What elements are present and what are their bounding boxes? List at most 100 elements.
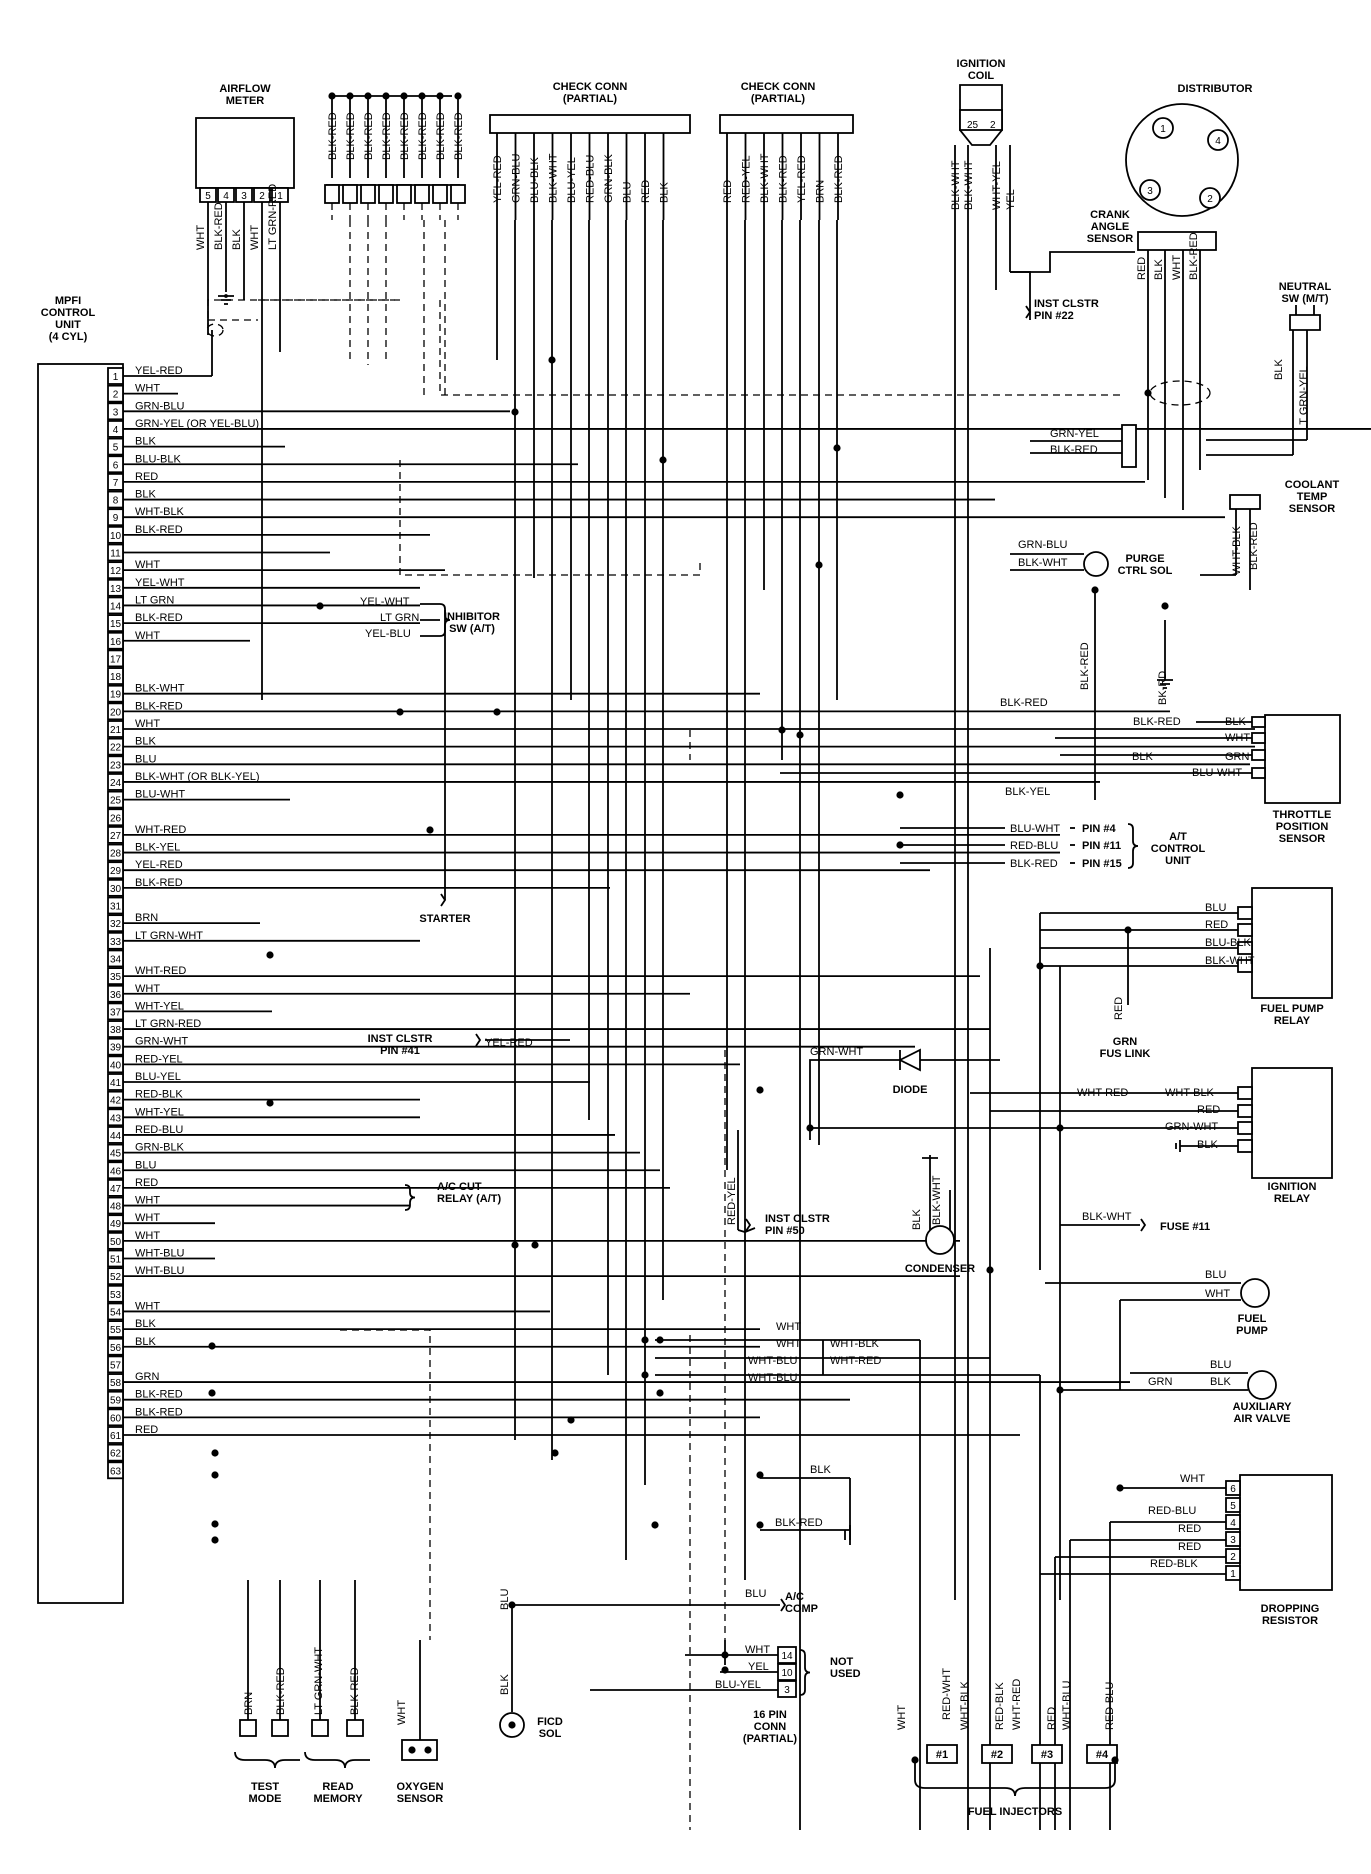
airflow-pin	[253, 187, 271, 203]
splice-dot	[266, 951, 274, 959]
ecu-wire-label: BLK	[135, 736, 156, 748]
fus-link-title: FUS LINK	[1100, 1048, 1151, 1060]
coolant-temp-sensor	[1229, 494, 1261, 510]
splice-dot	[656, 1389, 664, 1397]
relay-pin	[1237, 1086, 1253, 1100]
fuel-injector	[1086, 1744, 1118, 1764]
resistor-pin-number: 6	[1230, 1484, 1236, 1495]
grp-pin	[450, 184, 466, 204]
check-conn-1-title: CHECK CONN	[553, 81, 628, 93]
ecu-pin-number: 37	[110, 1007, 122, 1018]
ecu-pin	[107, 684, 124, 703]
grp-wire-label: BLK-RED	[399, 112, 411, 160]
resistor-pin	[1225, 1497, 1241, 1513]
grp-wire-label: BLK-RED	[327, 112, 339, 160]
ecu-wire-label: WHT-BLU	[135, 1248, 185, 1260]
resistor-pin	[1225, 1480, 1241, 1496]
injector-wire-label: RED	[1046, 1707, 1058, 1730]
ecu-pin-number: 41	[110, 1078, 122, 1089]
wire-label: BLK	[1273, 359, 1285, 380]
ecu-pin-number: 7	[113, 478, 119, 489]
check2-wire-label: BLK-RED	[778, 155, 790, 203]
splice-dot	[418, 92, 426, 100]
splice-dot	[211, 1449, 219, 1457]
mid-lower-wire-label: BLK-RED	[775, 1517, 823, 1529]
ecu-wire-label: RED	[135, 1424, 158, 1436]
splice-dot	[641, 1336, 649, 1344]
ecu-wire-label: YEL-RED	[135, 859, 183, 871]
ecu-wire-label: WHT	[135, 559, 160, 571]
ecu-pin	[107, 914, 124, 933]
ecu-pin-number: 58	[110, 1378, 122, 1389]
ecu-wire-label: BLK-RED	[135, 877, 183, 889]
ecu-wire-label: BRN	[135, 912, 158, 924]
mid-wire-label: BK-RD	[1157, 671, 1169, 705]
grp-wire-label: BLK-RED	[435, 112, 447, 160]
check1-wire-label: RED	[640, 180, 652, 203]
ecu-pin	[107, 1143, 124, 1162]
ecu-pin	[107, 1390, 124, 1409]
ecu-title: MPFI	[55, 295, 81, 307]
dropping-resistor-title: RESISTOR	[1262, 1615, 1318, 1627]
ecu-pin	[107, 578, 124, 597]
wire-label: LT GRN	[380, 612, 419, 624]
airflow-wire-label: WHT	[195, 225, 207, 250]
atcu-pin: PIN #4	[1082, 823, 1117, 835]
coil-wire-label: YEL	[1005, 189, 1017, 210]
resistor-pin	[1225, 1548, 1241, 1564]
splice-dot	[1056, 1124, 1064, 1132]
read-memory-terminal	[311, 1719, 329, 1737]
tps-title: POSITION	[1276, 821, 1329, 833]
test-mode-title: TEST	[251, 1781, 279, 1793]
ecu-pin-number: 13	[110, 584, 122, 595]
ecu-pin	[107, 1055, 124, 1074]
ecu-wire-label: GRN-YEL (OR YEL-BLU)	[135, 418, 259, 430]
pin16-number: 10	[781, 1668, 793, 1679]
ecu-pin	[107, 949, 124, 968]
splice-dot	[426, 826, 434, 834]
grp-pin	[360, 184, 376, 204]
tps-pin	[1251, 767, 1266, 779]
wire-label: RED	[1205, 919, 1228, 931]
wire-label: RED	[1178, 1541, 1201, 1553]
pin16-pin	[777, 1680, 797, 1698]
fuel-injector	[1031, 1744, 1063, 1764]
ecu-pin	[107, 525, 124, 544]
ecu-pin-number: 59	[110, 1396, 122, 1407]
ecu-pin	[107, 702, 124, 721]
ecu-wire-label: GRN-BLK	[135, 1142, 185, 1154]
ecu-pin-number: 19	[110, 690, 122, 701]
coil-pin: 25	[967, 120, 979, 131]
ecu-pin-number: 15	[110, 619, 122, 630]
ecu-pin	[107, 384, 124, 403]
resistor-pin-number: 1	[1230, 1569, 1236, 1580]
purge-ctrl-sol-title: PURGE	[1125, 553, 1164, 565]
ecu-pin-number: 20	[110, 707, 122, 718]
ecu-pin-number: 27	[110, 831, 122, 842]
splice-dot	[911, 1756, 919, 1764]
shield	[399, 460, 701, 576]
ecu-pin-number: 48	[110, 1202, 122, 1213]
ecu-wire-label: RED-BLU	[135, 1124, 183, 1136]
ecu-pin	[107, 1196, 124, 1215]
distributor-wire-label: BLK-RED	[1188, 232, 1200, 280]
fus-link-title: GRN	[1113, 1036, 1138, 1048]
ecu-title: UNIT	[55, 319, 81, 331]
wire-label: YEL-WHT	[360, 596, 410, 608]
splice-dot	[756, 1521, 764, 1529]
ecu-pin-number: 3	[113, 407, 119, 418]
splice-dot	[328, 92, 336, 100]
neutral-switch-title: NEUTRAL	[1279, 281, 1332, 293]
bracket	[404, 1184, 416, 1211]
wire-label: BLK	[1225, 716, 1246, 728]
ecu-wire-label: BLK	[135, 489, 156, 501]
inhibitor-switch-title: INHIBITOR	[444, 611, 500, 623]
bracket	[914, 1760, 1116, 1797]
fuel-pump	[1240, 1278, 1270, 1308]
wire-label: WHT	[396, 1700, 408, 1725]
neutral-switch	[1289, 314, 1321, 331]
ecu-pin-number: 11	[110, 549, 121, 560]
ecu-pin-number: 63	[110, 1466, 122, 1477]
ecu-pin	[107, 755, 124, 774]
oxygen-sensor-title: SENSOR	[397, 1793, 444, 1805]
